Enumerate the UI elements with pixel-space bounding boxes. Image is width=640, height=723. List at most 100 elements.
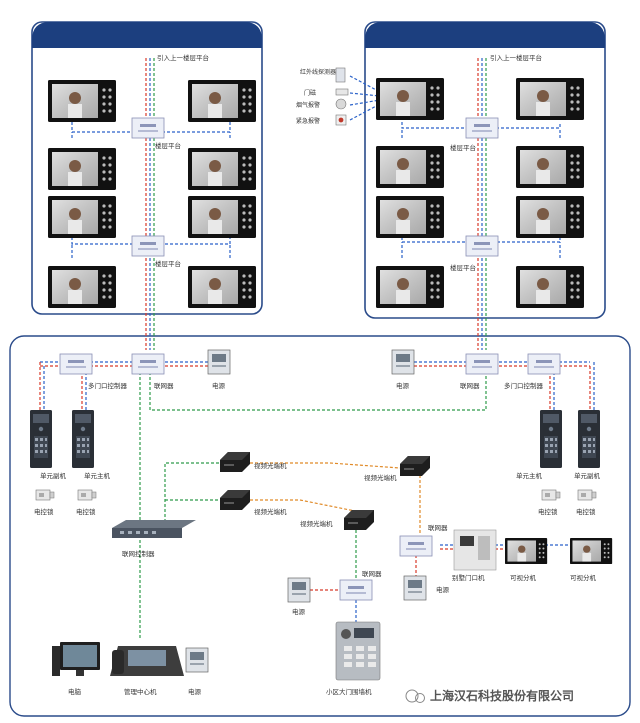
label-management-center: 管理中心机	[124, 687, 157, 696]
video-transceiver-2	[400, 456, 430, 476]
multi-door-controller-right	[527, 353, 561, 375]
power-supply-right	[391, 349, 415, 375]
indoor-monitor	[516, 146, 584, 188]
label-computer: 电脑	[68, 687, 82, 696]
infrared-sensor-icon	[335, 67, 346, 83]
network-controller-device: 联网控制器	[112, 520, 196, 558]
watermark: 上海汉石科技股份有限公司	[405, 688, 574, 703]
smoke-detector-icon	[335, 98, 347, 110]
label-networker-gate: 联网器	[362, 569, 382, 578]
sensor-label-emergency: 紧急报警	[296, 117, 320, 125]
gate-devices: 电源 联网器 小区大门围墙机	[287, 569, 382, 696]
indoor-monitor	[376, 266, 444, 308]
sensor-label-infrared: 红外线探测器	[300, 68, 336, 76]
sensor-label-smoke: 烟气报警	[296, 101, 320, 109]
power-supply-left	[207, 349, 231, 375]
label-power-villa: 电源	[436, 585, 450, 594]
power-supply-management	[185, 647, 209, 673]
label-floor-platform-left-2: 楼层平台	[155, 259, 181, 268]
watermark-text: 上海汉石科技股份有限公司	[430, 688, 574, 703]
power-supply-gate	[287, 577, 311, 603]
label-visual-extension-2: 可视分机	[570, 573, 597, 582]
left-ground-devices: 多门口控制器 联网器 电源 单元副机 单元主机 电控锁 电控锁	[30, 349, 231, 516]
floor-hub	[465, 235, 499, 257]
indoor-monitor	[376, 78, 444, 120]
label-villa-door-machine: 别墅门口机	[452, 573, 485, 582]
label-unit-main-left: 单元主机	[84, 471, 111, 480]
video-transceivers: 视频光端机 视频光端机 视频光端机 视频光端机	[220, 452, 430, 530]
floor-labels: 引入上一楼层平台 引入上一楼层平台 楼层平台 楼层平台 楼层平台 楼层平台	[155, 53, 542, 272]
indoor-monitor	[188, 148, 256, 190]
label-multi-door-controller-right: 多门口控制器	[504, 381, 544, 390]
management-devices: 电脑 管理中心机 电源	[52, 642, 209, 696]
label-lock-right-2: 电控锁	[576, 507, 596, 516]
power-supply-villa	[403, 575, 427, 601]
indoor-monitor	[48, 196, 116, 238]
label-lock-left-1: 电控锁	[34, 507, 54, 516]
unit-main-machine-left	[72, 410, 94, 468]
indoor-monitor	[188, 266, 256, 308]
label-floor-platform-right-1: 楼层平台	[450, 143, 476, 152]
floor-hub	[465, 117, 499, 139]
building-left-header	[32, 22, 262, 48]
video-transceiver-1	[220, 452, 250, 472]
sensor-icons	[335, 67, 349, 126]
label-transceiver-2: 视频光端机	[364, 473, 397, 482]
emergency-button-dot-icon	[338, 117, 344, 123]
indoor-monitor	[516, 78, 584, 120]
multi-door-controller-left	[59, 353, 93, 375]
indoor-monitor	[516, 266, 584, 308]
label-unit-sub-right: 单元副机	[574, 471, 601, 480]
indoor-monitor	[516, 196, 584, 238]
indoor-monitor	[48, 80, 116, 122]
label-to-upper-right: 引入上一楼层平台	[490, 53, 542, 62]
wechat-icon-2	[415, 693, 425, 703]
indoor-monitor	[376, 196, 444, 238]
label-to-upper-left: 引入上一楼层平台	[157, 53, 209, 62]
label-networker-right: 联网器	[460, 381, 480, 390]
indoor-monitor	[48, 266, 116, 308]
label-floor-platform-right-2: 楼层平台	[450, 263, 476, 272]
networker-villa	[399, 535, 433, 557]
indoor-monitor	[188, 80, 256, 122]
label-power-right: 电源	[396, 381, 410, 390]
label-transceiver-4: 视频光端机	[300, 519, 333, 528]
electric-lock-icon	[541, 489, 561, 501]
door-contact-icon	[335, 88, 349, 96]
floor-hub	[131, 235, 165, 257]
label-floor-platform-left-1: 楼层平台	[155, 141, 181, 150]
community-frame	[9, 335, 631, 717]
visual-extension-2	[570, 538, 613, 565]
label-lock-left-2: 电控锁	[76, 507, 96, 516]
label-unit-main-right: 单元主机	[516, 471, 543, 480]
video-transceiver-3	[220, 490, 250, 510]
label-multi-door-controller-left: 多门口控制器	[88, 381, 128, 390]
label-networker-villa: 联网器	[428, 523, 448, 532]
electric-lock-icon	[77, 489, 97, 501]
networker-right	[465, 353, 499, 375]
sensor-labels: 红外线探测器 门磁 烟气报警 紧急报警	[296, 68, 336, 125]
unit-sub-machine-left	[30, 410, 52, 468]
villa-devices: 联网器 电源 别墅门口机 可视分机 可视分机	[399, 523, 613, 601]
networker-gate	[339, 579, 373, 601]
indoor-monitor	[48, 148, 116, 190]
community-wires	[39, 361, 595, 640]
label-transceiver-3: 视频光端机	[254, 507, 287, 516]
wechat-icon	[405, 689, 419, 703]
unit-sub-machine-right	[578, 410, 600, 468]
floor-hub	[131, 117, 165, 139]
label-community-gate-machine: 小区大门围墙机	[326, 687, 372, 696]
electric-lock-icon	[35, 489, 55, 501]
visual-extension-1	[505, 538, 548, 565]
indoor-monitor	[376, 146, 444, 188]
label-unit-sub-left: 单元副机	[40, 471, 67, 480]
right-ground-devices: 电源 联网器 多门口控制器 单元主机 单元副机 电控锁 电控锁	[391, 349, 601, 516]
label-network-controller: 联网控制器	[122, 549, 155, 558]
label-networker-left: 联网器	[154, 381, 174, 390]
sensor-label-door-contact: 门磁	[304, 89, 316, 97]
label-lock-right-1: 电控锁	[538, 507, 558, 516]
building-right-header	[365, 22, 605, 48]
indoor-monitor	[188, 196, 256, 238]
building-wires	[71, 58, 561, 350]
